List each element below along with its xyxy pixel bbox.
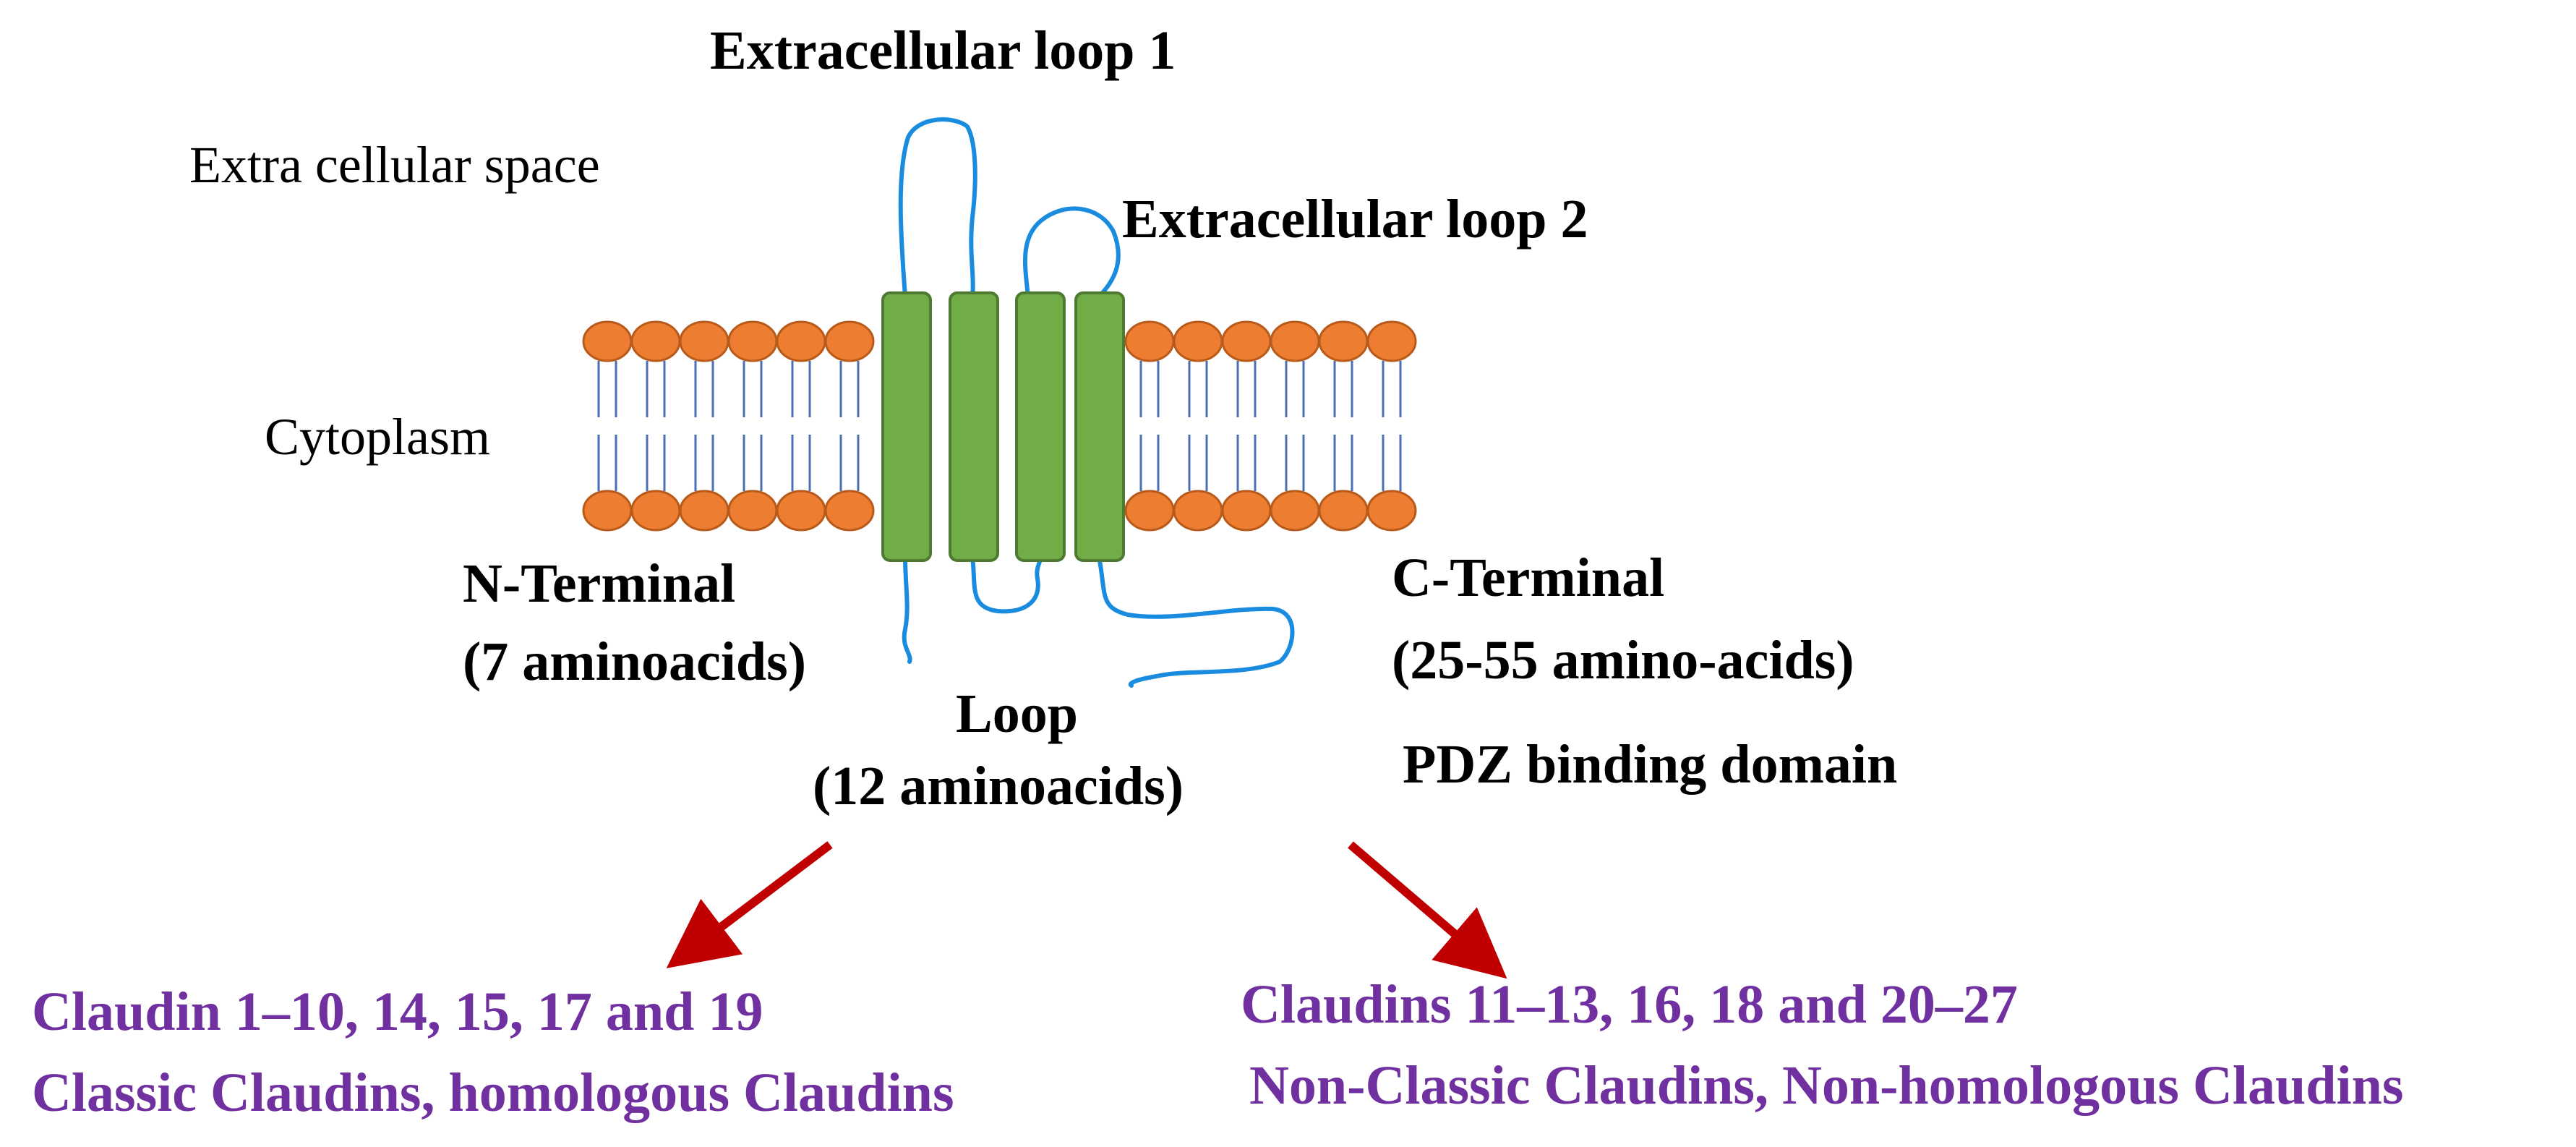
classic-claudins-name: Classic Claudins, homologous Claudins [32, 1062, 954, 1123]
lipid-head [1221, 490, 1272, 532]
n-terminal-detail: (7 aminoacids) [463, 631, 806, 692]
lipid-head [630, 490, 681, 532]
peptide-chain [898, 117, 1295, 688]
lipid-head [679, 490, 729, 532]
lipid-head [824, 320, 875, 362]
pdz-binding-domain-label: PDZ binding domain [1403, 734, 1897, 795]
lipid-head [1366, 320, 1417, 362]
lipid-head [776, 490, 826, 532]
extracellular-loop-2-chain [1023, 206, 1121, 299]
lipid-head [727, 490, 778, 532]
lipid-head [727, 320, 778, 362]
lipid-head [1318, 320, 1369, 362]
n-terminal-title: N-Terminal [463, 553, 735, 614]
lipid-head [824, 490, 875, 532]
transmembrane-helix-1 [881, 291, 932, 562]
lipid-head [1221, 320, 1272, 362]
non-classic-claudins-name: Non-Classic Claudins, Non-homologous Cla… [1249, 1055, 2403, 1116]
lipid-head [582, 320, 633, 362]
lipid-bilayer [582, 320, 1417, 532]
lipid-head [1124, 490, 1175, 532]
non-classic-claudins-members: Claudins 11–13, 16, 18 and 20–27 [1241, 974, 2018, 1035]
cytoplasmic-loop-chain [970, 555, 1043, 614]
lipid-head [1318, 490, 1369, 532]
extracellular-loop-1-label: Extracellular loop 1 [710, 20, 1176, 81]
cytoplasm-label: Cytoplasm [265, 408, 490, 466]
loop-title: Loop [956, 683, 1078, 744]
transmembrane-helix-3 [1015, 291, 1066, 562]
lipid-head [630, 320, 681, 362]
n-terminal-tail [902, 555, 912, 664]
arrow-to-non-classic-claudins [1348, 841, 1507, 979]
lipid-head [1270, 490, 1320, 532]
lipid-head [582, 490, 633, 532]
lipid-head [776, 320, 826, 362]
extracellular-loop-2-label: Extracellular loop 2 [1122, 189, 1588, 250]
transmembrane-helices [881, 291, 1125, 562]
lipid-head [679, 320, 729, 362]
lipid-head [1173, 320, 1223, 362]
loop-detail: (12 aminoacids) [813, 756, 1184, 816]
extracellular-space-label: Extra cellular space [189, 136, 600, 194]
transmembrane-helix-4 [1074, 291, 1125, 562]
c-terminal-title: C-Terminal [1392, 547, 1664, 608]
arrow-to-classic-claudins [666, 841, 833, 968]
extracellular-loop-1-chain [898, 117, 977, 299]
lipid-head [1173, 490, 1223, 532]
lipid-head [1124, 320, 1175, 362]
transmembrane-helix-2 [949, 291, 999, 562]
lipid-head [1270, 320, 1320, 362]
c-terminal-tail [1097, 555, 1295, 688]
lipid-head [1366, 490, 1417, 532]
classic-claudins-members: Claudin 1–10, 14, 15, 17 and 19 [32, 981, 763, 1042]
c-terminal-detail: (25-55 amino-acids) [1392, 630, 1854, 691]
